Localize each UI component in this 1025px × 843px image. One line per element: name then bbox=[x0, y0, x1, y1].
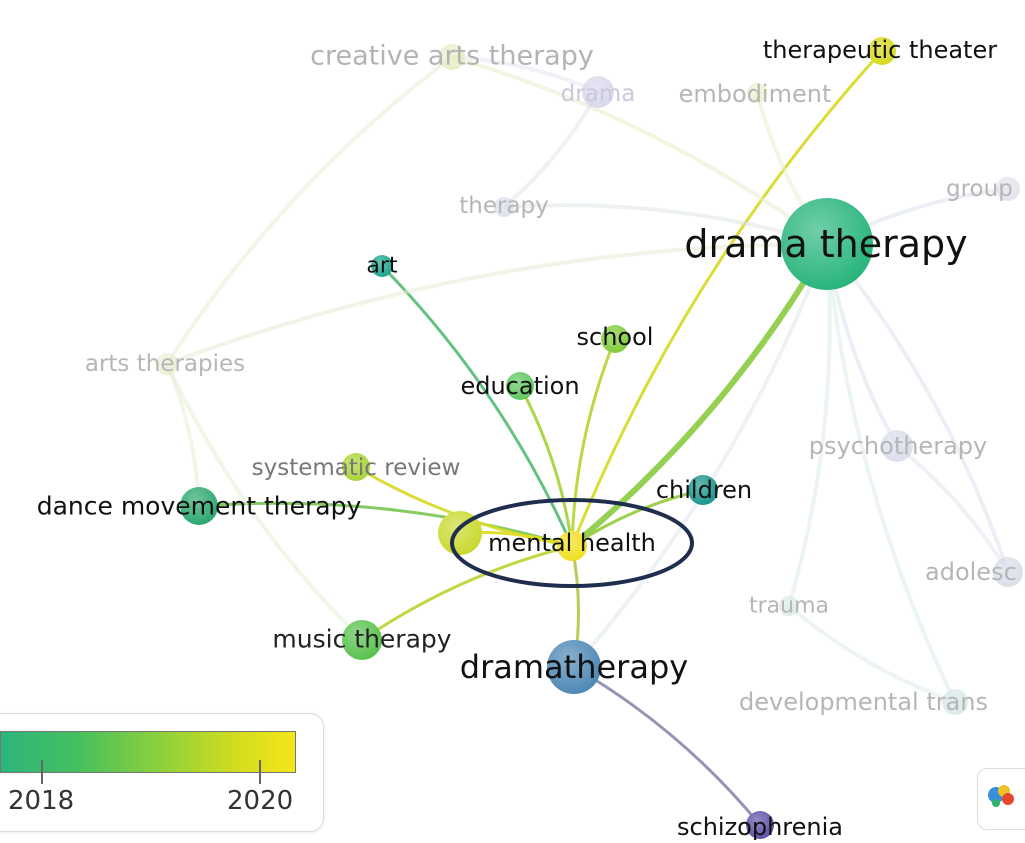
node-schizophrenia[interactable] bbox=[746, 811, 774, 839]
node-music-therapy[interactable] bbox=[342, 620, 382, 660]
label-drama[interactable]: drama bbox=[561, 81, 636, 107]
node-trauma[interactable] bbox=[779, 596, 799, 616]
nodes-layer bbox=[156, 37, 1023, 839]
link-drama_therapy-creative_arts_therapy bbox=[450, 55, 829, 246]
legend-tick-2020 bbox=[259, 760, 261, 784]
node-education[interactable] bbox=[506, 372, 534, 400]
link-arts_therapies-music_therapy bbox=[165, 362, 364, 642]
link-dramatherapy-schizophrenia bbox=[572, 665, 762, 827]
label-music-therapy[interactable]: music therapy bbox=[272, 625, 451, 654]
link-creative_arts_therapy-arts_therapies bbox=[165, 55, 454, 366]
label-group[interactable]: group bbox=[946, 176, 1013, 202]
node-dance-movement-therapy[interactable] bbox=[180, 487, 218, 525]
node-creative-arts-therapy[interactable] bbox=[439, 44, 465, 70]
link-drama_therapy-dramatherapy bbox=[572, 242, 829, 669]
node-adolescents[interactable] bbox=[993, 557, 1023, 587]
link-mental_health-children bbox=[570, 488, 705, 548]
label-creative-arts-therapy[interactable]: creative arts therapy bbox=[310, 41, 594, 72]
node-systematic-review[interactable] bbox=[342, 453, 370, 481]
node-art[interactable] bbox=[371, 255, 393, 277]
label-psychotherapy[interactable]: psychotherapy bbox=[809, 432, 987, 460]
label-education[interactable]: education bbox=[460, 372, 579, 400]
link-drama_therapy-arts_therapies bbox=[165, 242, 829, 366]
links-layer bbox=[165, 49, 1010, 827]
label-dramatherapy[interactable]: dramatherapy bbox=[460, 648, 688, 686]
highlight-ellipse bbox=[450, 498, 694, 588]
label-systematic-review[interactable]: systematic review bbox=[252, 455, 461, 481]
link-mental_health-therapeutic_theater bbox=[570, 49, 884, 548]
label-drama-therapy[interactable]: drama therapy bbox=[684, 222, 967, 266]
node-psychotherapy[interactable] bbox=[881, 430, 913, 462]
node-school[interactable] bbox=[601, 325, 629, 353]
node-therapy[interactable] bbox=[494, 197, 514, 217]
legend-label-2020: 2020 bbox=[227, 786, 294, 816]
label-mental-health[interactable]: mental health bbox=[488, 529, 656, 557]
node-developmental-transformations[interactable] bbox=[942, 689, 968, 715]
node-children[interactable] bbox=[688, 475, 718, 505]
link-mental_health-education bbox=[518, 384, 574, 548]
label-therapeutic-theater[interactable]: therapeutic theater bbox=[763, 36, 997, 64]
link-trauma-developmental_transformations bbox=[787, 604, 957, 704]
vosviewer-logo-button[interactable] bbox=[977, 768, 1025, 830]
link-psychotherapy-adolescents bbox=[895, 444, 1010, 574]
node-drama[interactable] bbox=[582, 76, 614, 108]
label-school[interactable]: school bbox=[577, 323, 654, 351]
link-arts_therapies-dance_movement_therapy bbox=[165, 362, 201, 508]
label-dance-movement-therapy[interactable]: dance movement therapy bbox=[37, 492, 362, 521]
label-developmental-transformations[interactable]: developmental trans bbox=[739, 688, 988, 716]
legend-tick-2018 bbox=[41, 760, 43, 784]
node-therapeutic-theater[interactable] bbox=[868, 37, 896, 65]
node-arts-therapies[interactable] bbox=[156, 353, 178, 375]
label-embodiment[interactable]: embodiment bbox=[679, 80, 832, 108]
label-therapy[interactable]: therapy bbox=[459, 193, 549, 219]
node-dramatherapy[interactable] bbox=[547, 640, 601, 694]
link-mental_health-dance_movement_therapy bbox=[197, 501, 574, 548]
label-adolescents[interactable]: adolesc bbox=[925, 558, 1017, 586]
node-drama-therapy[interactable] bbox=[781, 198, 873, 290]
link-drama_therapy-adolescents bbox=[825, 242, 1010, 574]
node-embodiment[interactable] bbox=[747, 83, 767, 103]
legend-gradient-bar bbox=[0, 731, 296, 773]
link-mental_health-drama_therapy bbox=[569, 241, 830, 549]
legend-label-2018: 2018 bbox=[8, 786, 75, 816]
node-group[interactable] bbox=[996, 177, 1020, 201]
label-arts-therapies[interactable]: arts therapies bbox=[85, 351, 245, 377]
link-mental_health-music_therapy bbox=[360, 544, 574, 642]
link-mental_health-art bbox=[380, 264, 574, 548]
link-mental_health-school bbox=[570, 337, 617, 548]
label-children[interactable]: children bbox=[656, 476, 752, 504]
link-drama_therapy-trauma bbox=[787, 242, 832, 608]
node-mental-health[interactable] bbox=[557, 531, 587, 561]
vosviewer-logo-icon bbox=[988, 785, 1014, 807]
label-trauma[interactable]: trauma bbox=[749, 594, 829, 619]
link-drama_therapy-developmental_transformations bbox=[825, 242, 957, 704]
label-art[interactable]: art bbox=[366, 254, 398, 279]
label-schizophrenia[interactable]: schizophrenia bbox=[677, 813, 843, 841]
link-therapy-drama bbox=[502, 90, 600, 209]
link-creative_arts_therapy-drama bbox=[450, 55, 600, 94]
